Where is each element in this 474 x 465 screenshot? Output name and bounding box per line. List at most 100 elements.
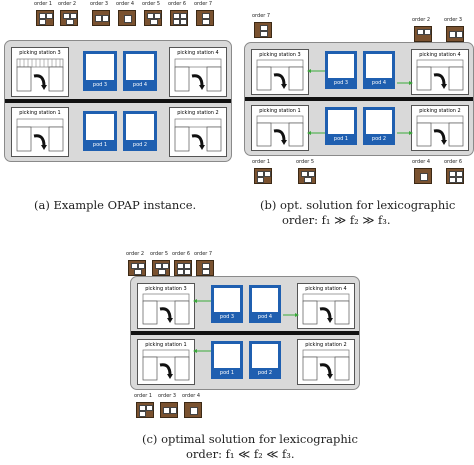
pod-label: pod 4: [257, 314, 273, 320]
panel-b: order 7 order 2 order 3 picking station …: [242, 0, 474, 240]
order-label: order 7: [194, 251, 213, 257]
order-label: order 6: [168, 1, 187, 7]
pod-label: pod 3: [92, 82, 108, 88]
pod-2: pod 2: [249, 341, 281, 379]
order-label: order 4: [182, 393, 201, 399]
pod-3: pod 3: [325, 51, 357, 89]
station-label: picking station 4: [177, 50, 219, 56]
station-icon: [302, 349, 350, 381]
warehouse-floor: picking station 3 pod 3 pod 4 picking st…: [244, 42, 474, 156]
order-label: order 3: [158, 393, 177, 399]
caption-c-line1: (c) optimal solution for lexicographic: [142, 432, 358, 446]
picking-station-1: picking station 1: [137, 339, 195, 385]
pod-label: pod 2: [132, 142, 148, 148]
station-icon: [16, 118, 64, 152]
panel-c: order 2 order 5 order 6 order 7 picking …: [126, 248, 366, 463]
pod-label: pod 3: [333, 80, 349, 86]
picking-station-3: picking station 3: [137, 283, 195, 329]
warehouse-floor: picking station 3 pod 3 pod 4 picking st…: [4, 40, 232, 162]
order-label: order 4: [116, 1, 135, 7]
order-2: order 2: [412, 17, 432, 42]
pod-1: pod 1: [211, 341, 243, 379]
station-label: picking station 1: [259, 108, 301, 114]
order-3: order 3: [158, 393, 178, 418]
pod-label: pod 2: [371, 136, 387, 142]
pod-1: pod 1: [325, 107, 357, 145]
pod-4: pod 4: [249, 285, 281, 323]
picking-station-4: picking station 4: [297, 283, 355, 329]
pod-label: pod 3: [219, 314, 235, 320]
station-label: picking station 2: [419, 108, 461, 114]
pod-3: pod 3: [211, 285, 243, 323]
order-5: order 5: [296, 159, 316, 184]
pod-label: pod 1: [333, 136, 349, 142]
route-arrows: [307, 69, 413, 135]
station-icon: [256, 115, 304, 147]
picking-station-2: picking station 2: [169, 107, 227, 157]
picking-station-2: picking station 2: [297, 339, 355, 385]
station-icon: [174, 58, 222, 92]
station-icon: [16, 58, 64, 92]
caption-c-line2: order: f₁ ≪ f₂ ≪ f₃.: [186, 447, 295, 461]
order-6: order 6: [172, 251, 192, 276]
order-label: order 3: [444, 17, 463, 23]
order-label: order 2: [58, 1, 77, 7]
caption-a: (a) Example OPAP instance.: [34, 198, 197, 212]
picking-station-1: picking station 1: [11, 107, 69, 157]
station-label: picking station 2: [305, 342, 347, 348]
order-label: order 7: [194, 1, 213, 7]
orders-row: order 1 order 2 order 3 order 4 order 5 …: [34, 2, 234, 26]
order-label: order 1: [134, 393, 153, 399]
station-icon: [256, 59, 304, 91]
order-label: order 7: [252, 13, 271, 19]
picking-station-2: picking station 2: [411, 105, 469, 151]
order-6: order 6: [444, 159, 464, 184]
order-label: order 2: [126, 251, 145, 257]
order-label: order 5: [150, 251, 169, 257]
pod-1: pod 1: [83, 111, 117, 151]
order-label: order 4: [412, 159, 431, 165]
picking-station-1: picking station 1: [251, 105, 309, 151]
pod-label: pod 2: [257, 370, 273, 376]
order-3: order 3: [444, 17, 464, 42]
order-4: order 4: [412, 159, 432, 184]
pod-4: pod 4: [123, 51, 157, 91]
pod-3: pod 3: [83, 51, 117, 91]
station-label: picking station 3: [145, 286, 187, 292]
order-label: order 5: [296, 159, 315, 165]
pod-2: pod 2: [363, 107, 395, 145]
station-label: picking station 4: [419, 52, 461, 58]
order-5: order 5: [150, 251, 170, 276]
pod-4: pod 4: [363, 51, 395, 89]
aisle-divider: [245, 97, 473, 101]
order-7: order 7: [194, 251, 214, 276]
order-label: order 6: [172, 251, 191, 257]
station-icon: [174, 118, 222, 152]
pod-label: pod 1: [219, 370, 235, 376]
order-2: order 2: [126, 251, 146, 276]
order-4: order 4: [182, 393, 202, 418]
order-label: order 6: [444, 159, 463, 165]
pod-label: pod 4: [371, 80, 387, 86]
picking-station-4: picking station 4: [411, 49, 469, 95]
order-label: order 2: [412, 17, 431, 23]
order-1: order 1: [252, 159, 272, 184]
pod-label: pod 4: [132, 82, 148, 88]
order-label: order 5: [142, 1, 161, 7]
station-label: picking station 3: [19, 50, 61, 56]
route-arrows: [193, 299, 299, 353]
station-label: picking station 2: [177, 110, 219, 116]
order-7: order 7: [252, 13, 272, 38]
station-icon: [416, 115, 464, 147]
pod-label: pod 1: [92, 142, 108, 148]
picking-station-3: picking station 3: [11, 47, 69, 97]
order-1: order 1: [134, 393, 154, 418]
order-label: order 3: [90, 1, 109, 7]
aisle-divider: [131, 331, 359, 335]
order-label: order 1: [252, 159, 271, 165]
station-icon: [416, 59, 464, 91]
picking-station-3: picking station 3: [251, 49, 309, 95]
station-label: picking station 4: [305, 286, 347, 292]
order-label: order 1: [34, 1, 53, 7]
panel-a: order 1 order 2 order 3 order 4 order 5 …: [0, 0, 236, 225]
